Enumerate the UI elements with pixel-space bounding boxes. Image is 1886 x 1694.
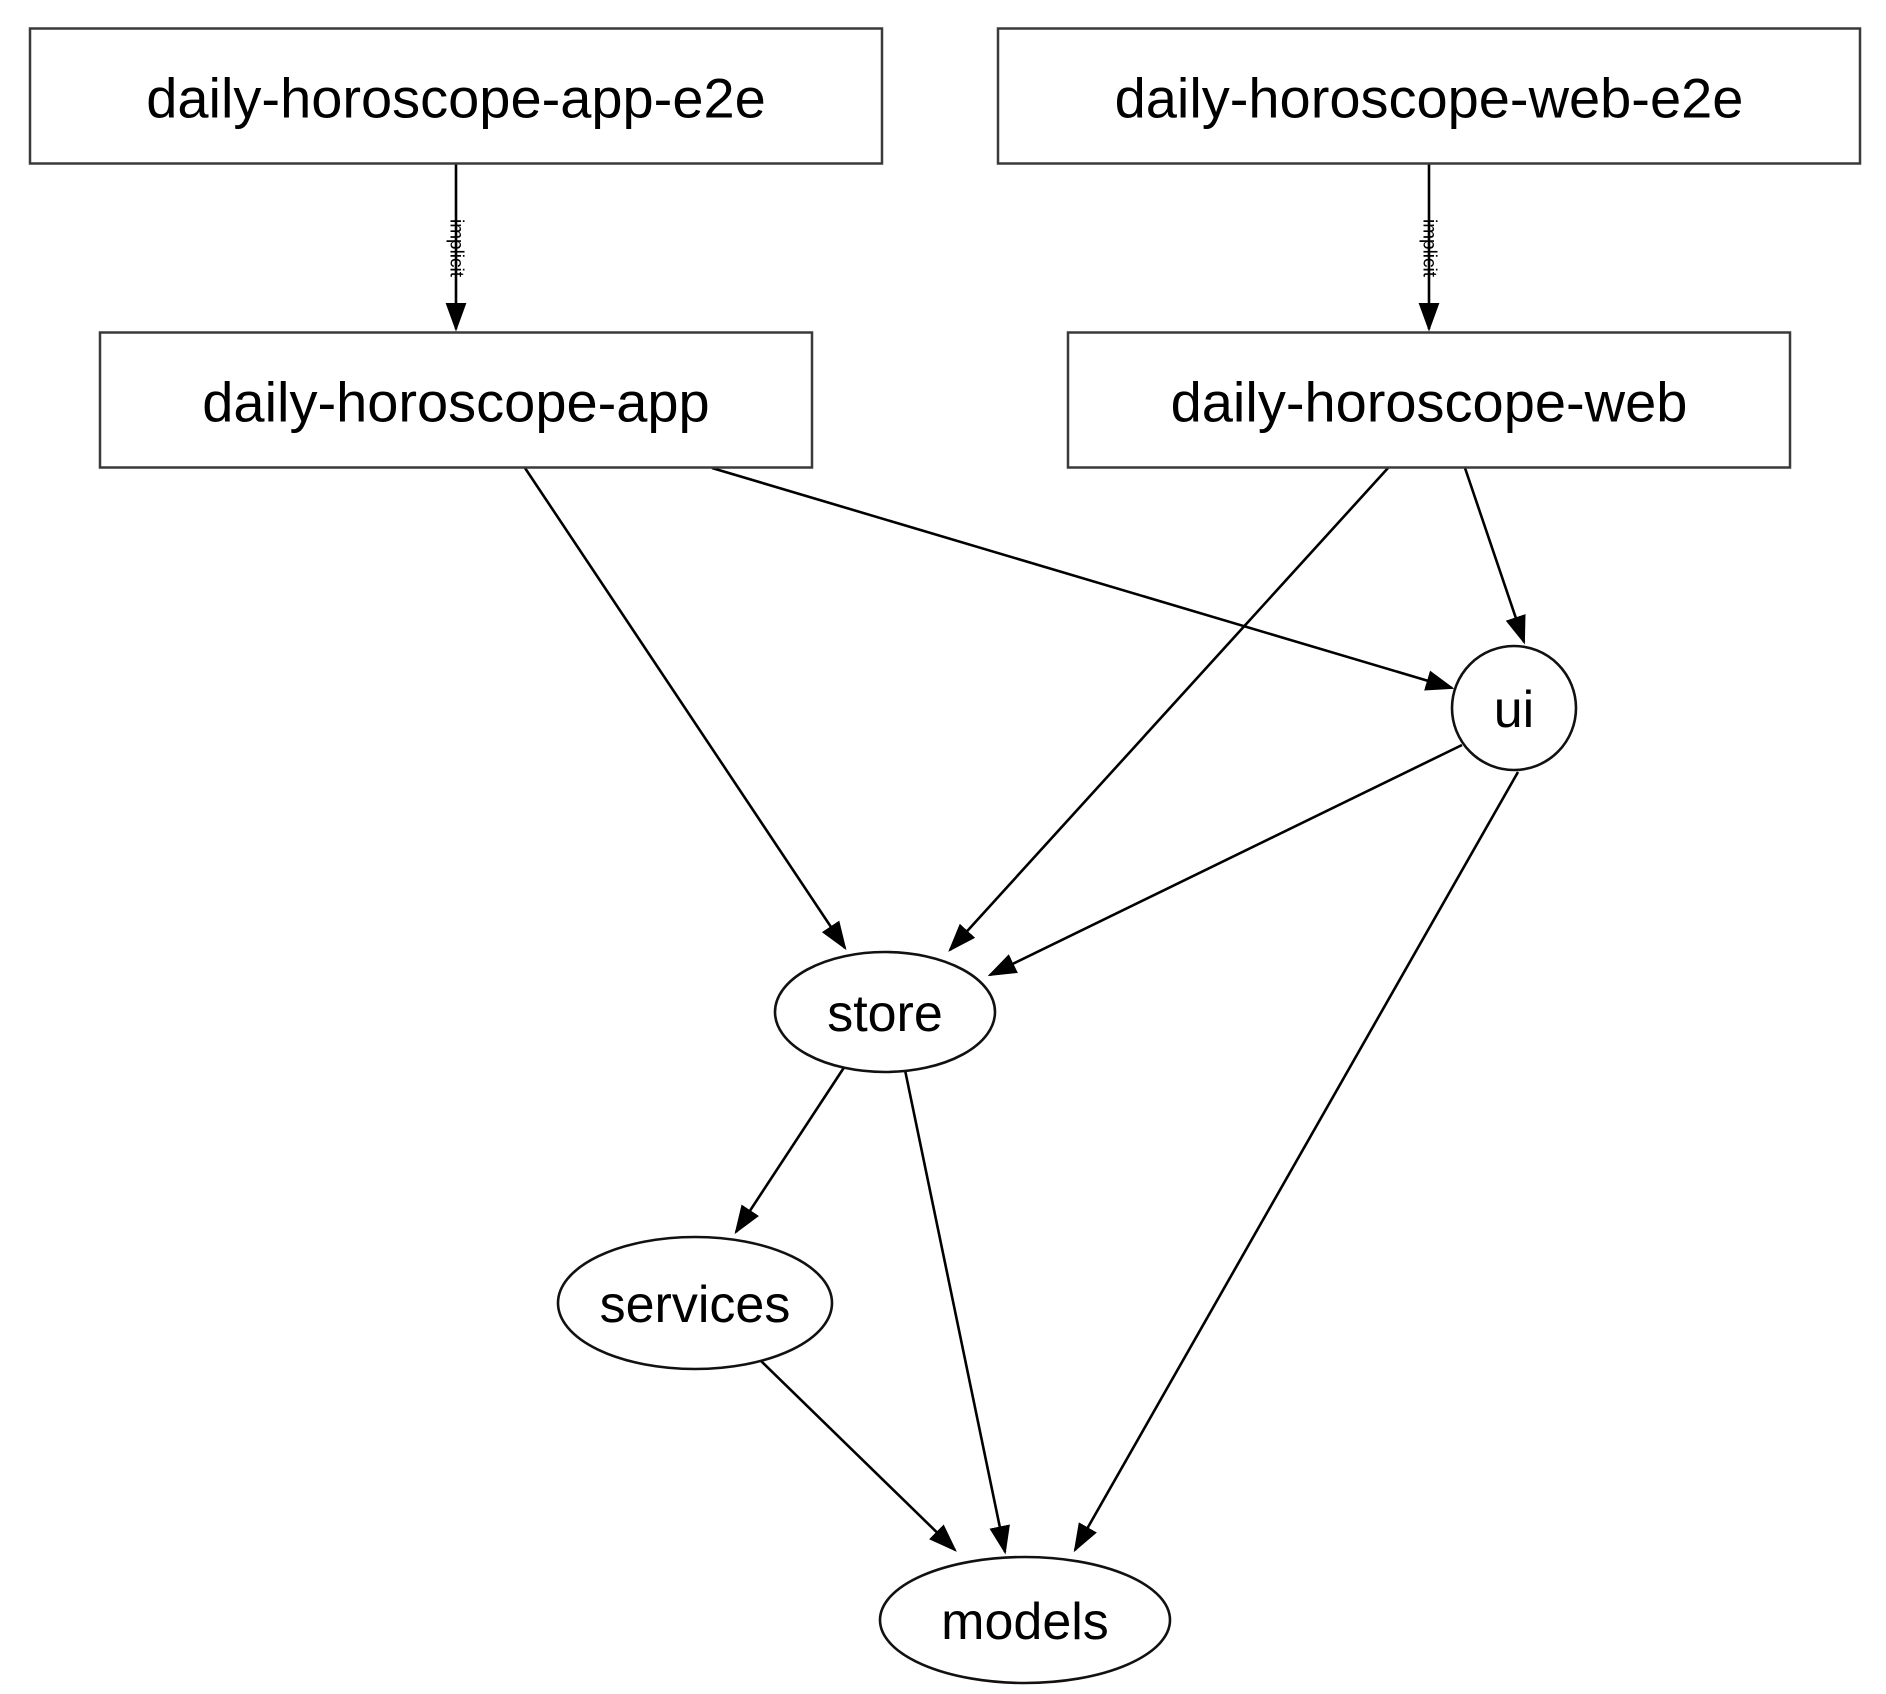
node-label-services: services: [600, 1276, 791, 1334]
node-daily-horoscope-app[interactable]: daily-horoscope-app: [98, 331, 814, 469]
edge-daily-horoscope-app-to-store: [523, 467, 847, 951]
edge-labels-layer: implicit implicit: [446, 219, 1440, 278]
node-label-daily-horoscope-app: daily-horoscope-app: [202, 371, 709, 434]
edge-store-to-services: [734, 1065, 847, 1235]
edge-services-to-models: [759, 1359, 957, 1552]
node-box-daily-horoscope-web-e2e[interactable]: [996, 27, 1862, 165]
node-box-daily-horoscope-app[interactable]: [98, 331, 814, 469]
node-models[interactable]: models: [878, 1555, 1172, 1685]
node-box-daily-horoscope-web[interactable]: [1066, 331, 1792, 469]
node-ellipse-store[interactable]: [773, 950, 997, 1074]
node-ellipse-models[interactable]: [878, 1555, 1172, 1685]
edge-ui-to-models: [1073, 771, 1520, 1553]
nodes-layer: daily-horoscope-app-e2e daily-horoscope-w…: [28, 27, 1862, 1685]
edge-label-daily-horoscope-web-e2e-to-daily-horoscope-web: implicit: [1419, 219, 1440, 278]
node-ellipse-ui[interactable]: [1450, 644, 1578, 772]
node-ui[interactable]: ui: [1450, 644, 1578, 772]
node-label-daily-horoscope-web: daily-horoscope-web: [1171, 371, 1688, 434]
node-label-models: models: [941, 1593, 1109, 1651]
node-daily-horoscope-web[interactable]: daily-horoscope-web: [1066, 331, 1792, 469]
edge-daily-horoscope-app-to-ui: [711, 466, 1455, 691]
edge-daily-horoscope-web-to-ui: [1463, 467, 1526, 645]
node-ellipse-services[interactable]: [556, 1235, 834, 1371]
node-daily-horoscope-app-e2e[interactable]: daily-horoscope-app-e2e: [28, 27, 884, 165]
node-label-daily-horoscope-web-e2e: daily-horoscope-web-e2e: [1115, 67, 1744, 130]
node-daily-horoscope-web-e2e[interactable]: daily-horoscope-web-e2e: [996, 27, 1862, 165]
node-services[interactable]: services: [556, 1235, 834, 1371]
edges-layer: [445, 164, 1526, 1555]
node-label-ui: ui: [1494, 681, 1534, 739]
edge-daily-horoscope-web-to-store: [948, 467, 1389, 952]
edge-label-daily-horoscope-app-e2e-to-daily-horoscope-app: implicit: [446, 219, 467, 278]
node-box-daily-horoscope-app-e2e[interactable]: [28, 27, 884, 165]
node-label-daily-horoscope-app-e2e: daily-horoscope-app-e2e: [146, 67, 766, 130]
edge-store-to-models: [903, 1069, 1010, 1555]
edge-ui-to-store: [987, 743, 1463, 977]
node-store[interactable]: store: [773, 950, 997, 1074]
node-label-store: store: [827, 985, 943, 1043]
